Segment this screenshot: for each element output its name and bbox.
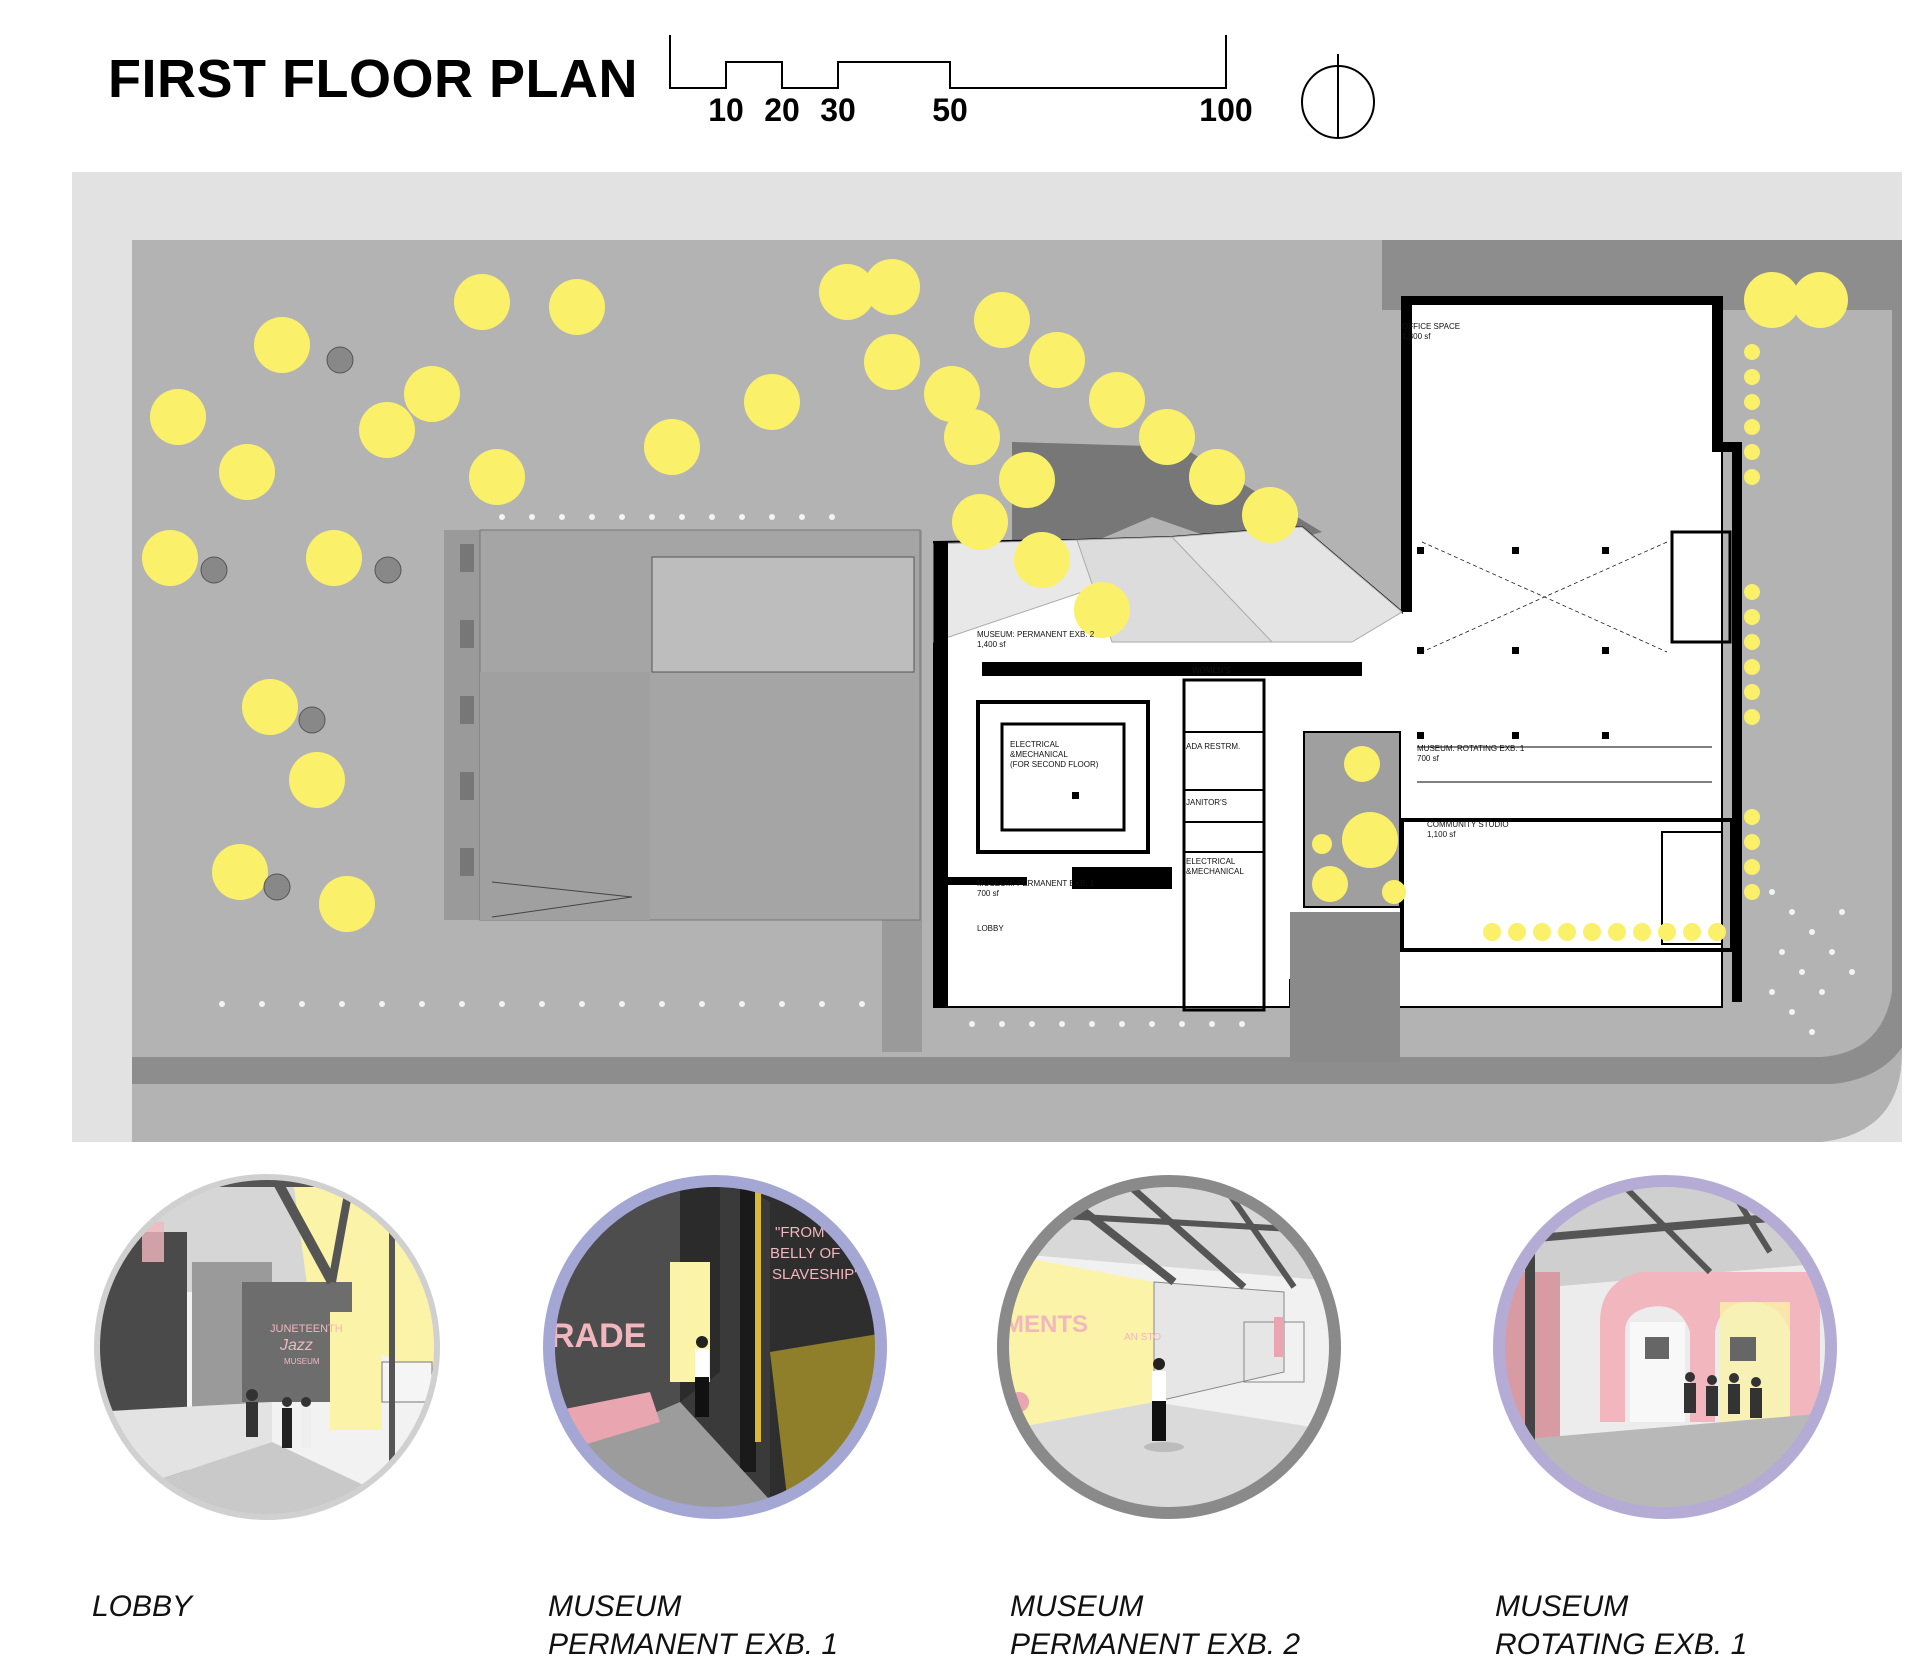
scale-bar-graphic	[669, 35, 1227, 89]
benches	[460, 544, 474, 876]
plaza-ramp	[491, 881, 633, 918]
page-title: FIRST FLOOR PLAN	[108, 49, 638, 109]
vignette-lobby-image: JUNETEENTH Jazz MUSEUM	[94, 1174, 440, 1520]
scale-bar: 10 20 30 50 100	[660, 30, 1280, 140]
vignette-rotating-image	[1493, 1175, 1837, 1519]
svg-text:AN STO: AN STO	[1124, 1332, 1161, 1343]
plaza-lawn	[480, 672, 650, 920]
scale-label-50: 50	[932, 92, 968, 128]
room-label-ada: ADA RESTRM.	[1186, 742, 1241, 751]
room-label-electrical-second-floor: ELECTRICAL &MECHANICAL (FOR SECOND FLOOR…	[1010, 740, 1099, 769]
room-label-womens: WOMEN'S	[1192, 666, 1231, 675]
scale-label-30: 30	[820, 92, 856, 128]
hedge-dots	[1483, 344, 1760, 941]
plaza-platform	[651, 556, 915, 673]
entry-stairs	[1290, 912, 1400, 1062]
walls	[934, 297, 1742, 1007]
vignette-rotating	[1490, 1172, 1840, 1522]
vignette-lobby: JUNETEENTH Jazz MUSEUM	[92, 1172, 442, 1522]
room-label-janitor: JANITOR'S	[1186, 798, 1227, 807]
columns	[1072, 547, 1609, 799]
svg-text:MENTS: MENTS	[1004, 1311, 1088, 1338]
north-arrow-icon	[1301, 54, 1375, 139]
caption-exb1: MUSEUM PERMANENT EXB. 1	[548, 1590, 839, 1661]
svg-text:RADE: RADE	[550, 1317, 646, 1355]
scale-label-20: 20	[764, 92, 800, 128]
svg-text:JUNETEENTH Jazz: JUNETEENTH Jazz MUSEUM	[270, 1323, 346, 1366]
light-dots	[219, 514, 1855, 1035]
room-label-lobby: LOBBY	[977, 924, 1004, 933]
vignette-exb1: RADE "FROM THE BELLY OF THE SLAVESHIP"	[540, 1172, 890, 1522]
trees	[142, 259, 1848, 932]
site-plan-drawing	[72, 172, 1917, 1142]
vignette-exb1-image: RADE "FROM THE BELLY OF THE SLAVESHIP"	[543, 1175, 887, 1519]
caption-exb2: MUSEUM PERMANENT EXB. 2	[1010, 1590, 1301, 1661]
scale-label-10: 10	[708, 92, 744, 128]
room-label-electrical: ELECTRICAL &MECHANICAL	[1186, 857, 1244, 876]
vignette-exb2-image: MENTS AN STO	[997, 1175, 1341, 1519]
caption-rotating: MUSEUM ROTATING EXB. 1	[1495, 1590, 1748, 1661]
scale-label-100: 100	[1199, 92, 1253, 128]
vignette-exb2: MENTS AN STO	[994, 1172, 1344, 1522]
caption-lobby: LOBBY	[92, 1590, 193, 1623]
tree-grates	[200, 346, 402, 901]
